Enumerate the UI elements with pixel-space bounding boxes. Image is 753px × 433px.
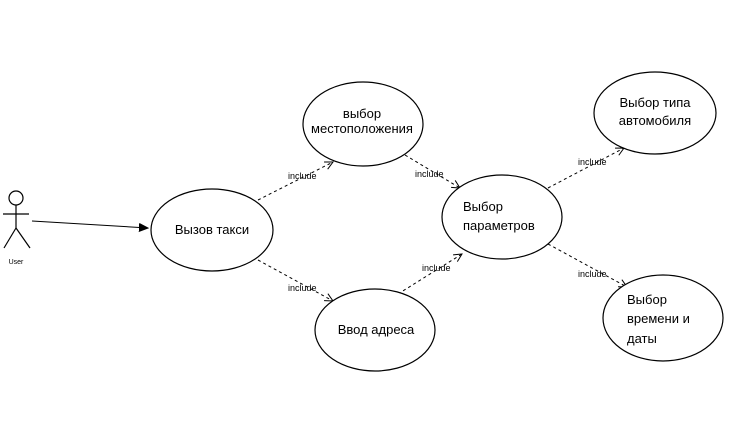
use-case-select-location-line1: выбор (343, 106, 381, 121)
include-edge-params-to-car (547, 148, 624, 189)
use-case-select-location-line2: местоположения (311, 121, 413, 136)
use-case-enter-address[interactable]: Ввод адреса (314, 288, 436, 372)
use-case-select-datetime-line1: Выбор (627, 292, 667, 307)
use-case-select-car-type[interactable]: Выбор типа автомобиля (593, 71, 717, 155)
use-case-select-params[interactable]: Выбор параметров (441, 174, 563, 260)
use-case-select-params-line2: параметров (463, 218, 535, 233)
use-case-select-datetime-line3: даты (627, 331, 657, 346)
use-case-select-params-line1: Выбор (463, 199, 503, 214)
include-edge-call-to-address (257, 259, 333, 301)
use-case-select-car-type-line1: Выбор типа (619, 95, 691, 110)
use-case-call-taxi[interactable]: Вызов такси (150, 188, 274, 272)
include-edge-params-to-datetime (547, 243, 627, 287)
actor-left-leg (3, 227, 17, 249)
actor-user[interactable]: User (3, 190, 31, 266)
include-edge-call-to-location (257, 162, 333, 201)
actor-label: User (9, 259, 24, 266)
include-label-address-to-params: include (422, 263, 451, 273)
include-label-call-to-location: include (288, 171, 317, 181)
association-user-call-taxi (31, 220, 148, 228)
actor-head (8, 190, 24, 206)
use-case-select-car-type-line2: автомобиля (619, 113, 691, 128)
include-label-params-to-datetime: include (578, 269, 607, 279)
use-case-select-datetime[interactable]: Выбор времени и даты (602, 274, 724, 362)
include-label-location-to-params: include (415, 169, 444, 179)
use-case-select-datetime-line2: времени и (627, 311, 690, 326)
include-edge-address-to-params (397, 254, 462, 295)
use-case-select-location[interactable]: выбор местоположения (302, 81, 424, 167)
include-edge-location-to-params (404, 154, 460, 188)
include-label-call-to-address: include (288, 283, 317, 293)
use-case-call-taxi-label: Вызов такси (175, 222, 249, 237)
actor-right-leg (15, 227, 31, 249)
include-label-params-to-car: include (578, 157, 607, 167)
use-case-enter-address-label: Ввод адреса (338, 322, 415, 337)
